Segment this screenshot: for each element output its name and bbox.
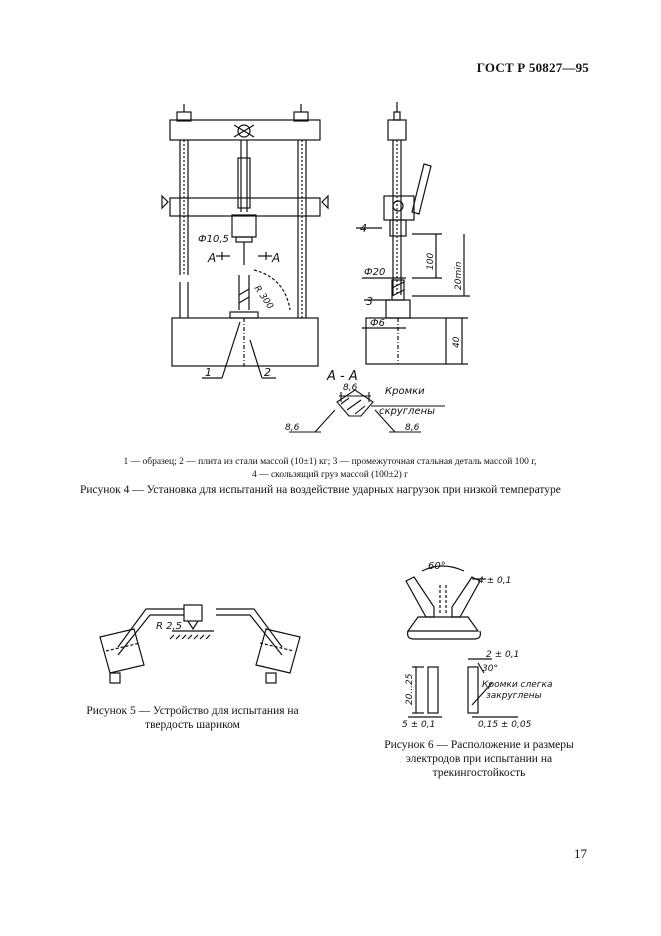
dim-8-6-right: 8,6 — [405, 423, 420, 433]
top-crossbar — [169, 119, 321, 141]
part-1-label: 1 — [205, 366, 212, 379]
dim-phi6: Ф6 — [370, 318, 385, 329]
dim-20-25: 20...25 — [405, 673, 415, 705]
section-a-right: А — [271, 251, 280, 265]
part-3-label: 3 — [366, 295, 373, 308]
dim-0-15: 0,15 ± 0,05 — [478, 720, 532, 730]
figure6-caption: Рисунок 6 — Расположение и размеры элект… — [384, 739, 574, 779]
angle-30: 30° — [482, 664, 498, 674]
base-plate — [171, 317, 319, 367]
edges-slightly-line1: Кромки слегка — [482, 680, 552, 690]
part-4-label: 4 — [360, 222, 367, 235]
dim-20min: 20min — [454, 261, 464, 290]
dim-5: 5 ± 0,1 — [402, 720, 435, 730]
legend-line-2: 4 — скользящий груз массой (100±2) г — [251, 470, 409, 480]
legend-line-1: 1 — образец; 2 — плита из стали массой (… — [123, 457, 537, 467]
dim-4: 4 ± 0,1 — [478, 576, 511, 586]
section-a-a-detail: А - А 8,6 8,6 8,6 Кромки скруглены — [285, 369, 445, 433]
edges-slightly-line2: закруглены — [486, 691, 542, 701]
figure5-caption: Рисунок 5 — Устройство для испытания на … — [86, 705, 299, 731]
right-weight — [255, 628, 301, 674]
dim-8-6-left: 8,6 — [285, 423, 300, 433]
radius-r2-5: R 2,5 — [156, 621, 182, 632]
middle-crossbar — [169, 197, 321, 217]
figure4-drawing: Ф10,5 А А R 300 1 2 3 4 100 20min Ф20 Ф6… — [161, 102, 470, 379]
dim-8-6-top: 8,6 — [343, 383, 358, 393]
edges-note-line2: скруглены — [379, 406, 435, 417]
page-number: 17 — [574, 846, 587, 861]
electrode-front — [427, 666, 439, 714]
dim-2: 2 ± 0,1 — [486, 650, 519, 660]
dim-40: 40 — [452, 336, 462, 348]
electrode-side — [467, 666, 479, 714]
figure4-legend: 1 — образец; 2 — плита из стали массой (… — [60, 456, 600, 482]
edges-note-line1: Кромки — [385, 386, 425, 397]
dim-100: 100 — [426, 253, 436, 270]
figure5-drawing: R 2,5 — [99, 604, 301, 684]
figure4-caption: Рисунок 4 — Установка для испытаний на в… — [80, 484, 561, 496]
left-weight — [99, 628, 145, 674]
angle-60: 60° — [428, 561, 446, 572]
dim-phi10-5: Ф10,5 — [198, 234, 229, 245]
figure6-drawing: 60° 4 ± 0,1 2 ± 0,1 30° 20...25 Кромки с… — [402, 561, 552, 730]
radius-label: R 300 — [252, 284, 275, 311]
section-a-left: А — [207, 251, 216, 265]
standard-code: ГОСТ Р 50827—95 — [476, 60, 589, 75]
section-title: А - А — [326, 369, 358, 384]
dim-phi20: Ф20 — [364, 267, 385, 278]
part-2-label: 2 — [264, 366, 271, 379]
